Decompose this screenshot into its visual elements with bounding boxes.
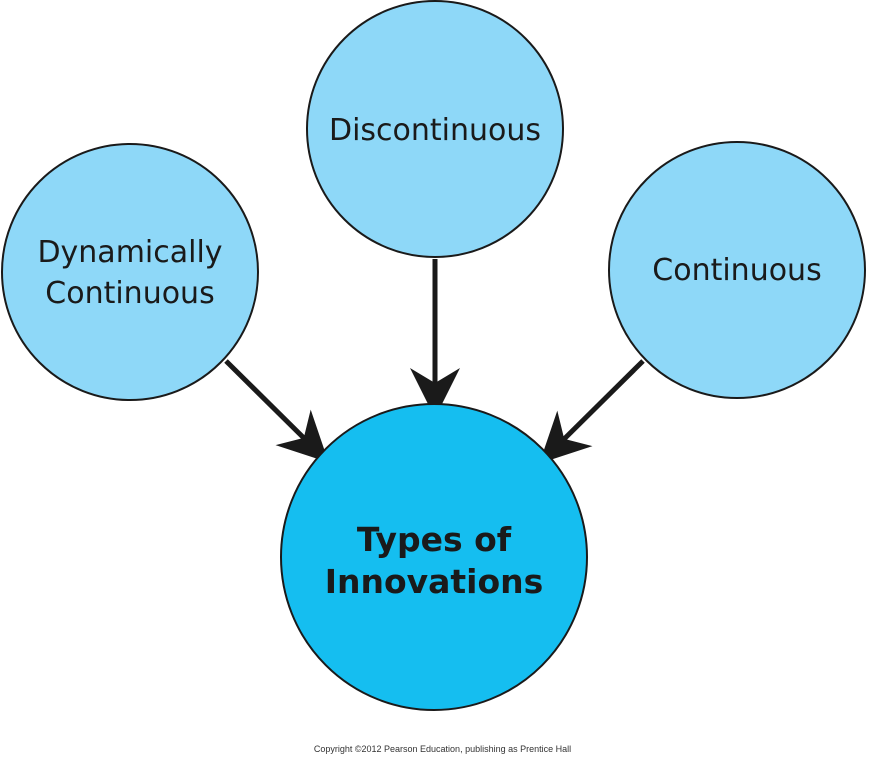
node-discontinuous-label: Discontinuous: [329, 113, 541, 148]
arrow-continuous-to-center: [539, 359, 645, 464]
node-center-label-line1: Types of: [357, 520, 512, 559]
node-center-circle: [280, 403, 588, 711]
node-center-label-line2: Innovations: [325, 562, 544, 601]
node-types-of-innovations: Types of Innovations: [280, 403, 588, 711]
node-dynamically-continuous-label-line1: Dynamically: [37, 235, 222, 270]
copyright-notice: Copyright ©2012 Pearson Education, publi…: [313, 744, 572, 754]
node-dynamically-continuous-label-line2: Continuous: [45, 276, 214, 311]
node-dynamically-continuous-circle: [1, 143, 259, 401]
node-discontinuous: Discontinuous: [306, 0, 564, 258]
node-continuous: Continuous: [608, 141, 866, 399]
node-continuous-label: Continuous: [652, 253, 821, 288]
arrow-dynamically-continuous-to-center: [224, 359, 329, 463]
node-discontinuous-circle: [306, 0, 564, 258]
node-dynamically-continuous: Dynamically Continuous: [1, 143, 259, 401]
node-continuous-circle: [608, 141, 866, 399]
